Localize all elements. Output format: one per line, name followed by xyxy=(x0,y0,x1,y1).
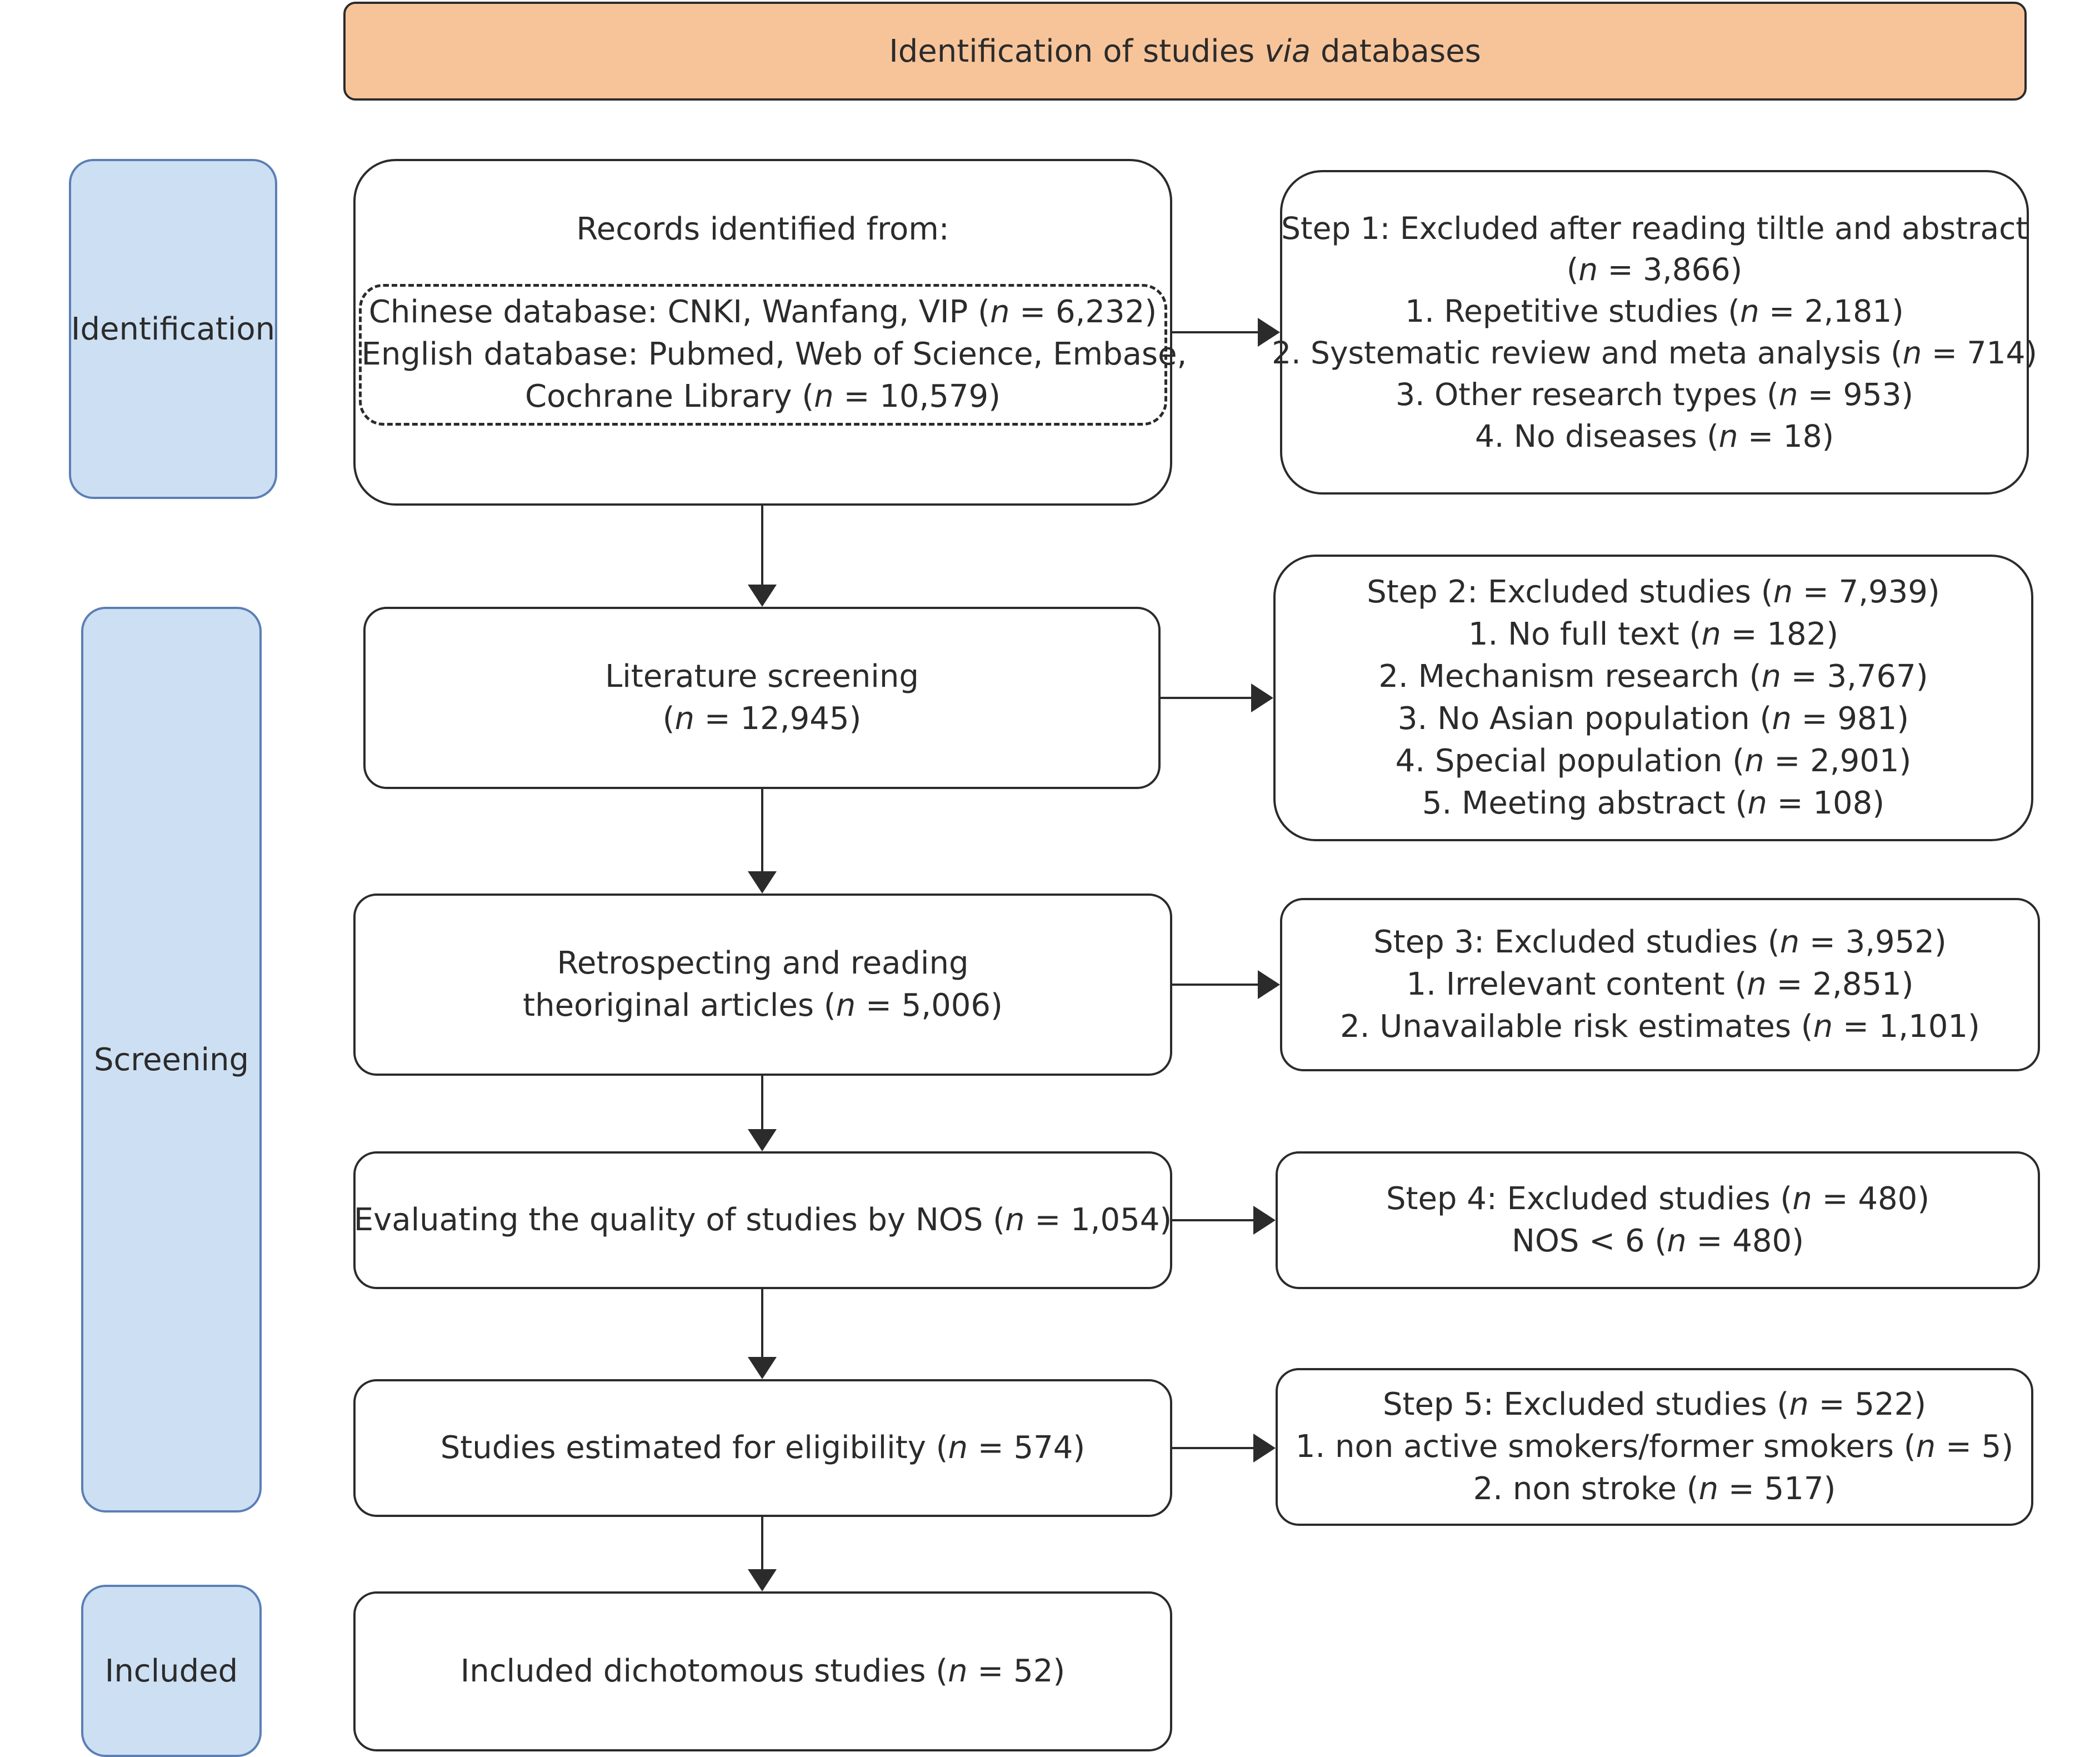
step2-item: 2. Mechanism research (n = 3,767) xyxy=(1378,658,1928,695)
included-studies-box: Included dichotomous studies (n = 52) xyxy=(353,1591,1172,1751)
included-studies-label: Included dichotomous studies (n = 52) xyxy=(460,1653,1066,1689)
step1-item: 2. Systematic review and meta analysis (… xyxy=(1272,335,2037,371)
step3-item: 2. Unavailable risk estimates (n = 1,101… xyxy=(1340,1009,1980,1045)
step4-item: NOS < 6 (n = 480) xyxy=(1511,1223,1804,1259)
literature-screening-label: Literature screening xyxy=(605,658,919,695)
step2-item: 3. No Asian population (n = 981) xyxy=(1397,701,1909,737)
step1-item: 4. No diseases (n = 18) xyxy=(1474,418,1834,454)
step2-exclusion-box: Step 2: Excluded studies (n = 7,939) 1. … xyxy=(1273,555,2033,841)
step4-title: Step 4: Excluded studies (n = 480) xyxy=(1386,1180,1930,1217)
phase-included: Included xyxy=(81,1585,262,1757)
step1-exclusion-box: Step 1: Excluded after reading tiltle an… xyxy=(1272,170,2037,495)
identification-banner: Identification of studies via databases xyxy=(343,2,2027,101)
phase-screening: Screening xyxy=(81,607,262,1513)
step3-title: Step 3: Excluded studies (n = 3,952) xyxy=(1373,924,1947,960)
nos-quality-label: Evaluating the quality of studies by NOS… xyxy=(353,1201,1172,1238)
step4-exclusion-box: Step 4: Excluded studies (n = 480) NOS <… xyxy=(1276,1151,2040,1289)
phase-identification-label: Identification xyxy=(71,311,276,347)
step1-total: (n = 3,866) xyxy=(1566,252,1743,288)
retrospecting-box: Retrospecting and reading theoriginal ar… xyxy=(353,894,1172,1076)
step3-exclusion-box: Step 3: Excluded studies (n = 3,952) 1. … xyxy=(1280,898,2040,1071)
step5-item: 2. non stroke (n = 517) xyxy=(1473,1471,1836,1508)
english-database-line: English database: Pubmed, Web of Science… xyxy=(361,336,1187,373)
banner-title: Identification of studies via databases xyxy=(889,33,1481,69)
retrospecting-count: theoriginal articles (n = 5,006) xyxy=(523,987,1003,1024)
step2-item: 1. No full text (n = 182) xyxy=(1468,616,1839,652)
step1-title: Step 1: Excluded after reading tiltle an… xyxy=(1281,210,2028,246)
step2-title: Step 2: Excluded studies (n = 7,939) xyxy=(1367,573,1940,610)
step5-exclusion-box: Step 5: Excluded studies (n = 522) 1. no… xyxy=(1276,1368,2033,1526)
chinese-database-line: Chinese database: CNKI, Wanfang, VIP (n … xyxy=(368,294,1157,331)
eligibility-label: Studies estimated for eligibility (n = 5… xyxy=(440,1429,1086,1466)
database-sources-group: Chinese database: CNKI, Wanfang, VIP (n … xyxy=(358,284,1187,426)
step2-item: 4. Special population (n = 2,901) xyxy=(1395,743,1912,780)
phase-included-label: Included xyxy=(104,1653,238,1689)
step3-item: 1. Irrelevant content (n = 2,851) xyxy=(1406,966,1914,1002)
nos-quality-box: Evaluating the quality of studies by NOS… xyxy=(353,1151,1172,1289)
eligibility-box: Studies estimated for eligibility (n = 5… xyxy=(353,1379,1172,1517)
phase-screening-label: Screening xyxy=(93,1041,249,1078)
records-heading: Records identified from: xyxy=(576,211,949,247)
literature-screening-box: Literature screening (n = 12,945) xyxy=(363,607,1161,789)
cochrane-library-line: Cochrane Library (n = 10,579) xyxy=(524,378,1001,415)
retrospecting-label: Retrospecting and reading xyxy=(557,945,969,981)
literature-screening-count: (n = 12,945) xyxy=(662,701,862,737)
step5-title: Step 5: Excluded studies (n = 522) xyxy=(1382,1386,1927,1422)
step1-item: 3. Other research types (n = 953) xyxy=(1396,376,1913,412)
step5-item: 1. non active smokers/former smokers (n … xyxy=(1295,1428,2014,1465)
phase-identification: Identification xyxy=(69,159,277,499)
step2-item: 5. Meeting abstract (n = 108) xyxy=(1422,785,1885,822)
step1-item: 1. Repetitive studies (n = 2,181) xyxy=(1405,293,1904,330)
